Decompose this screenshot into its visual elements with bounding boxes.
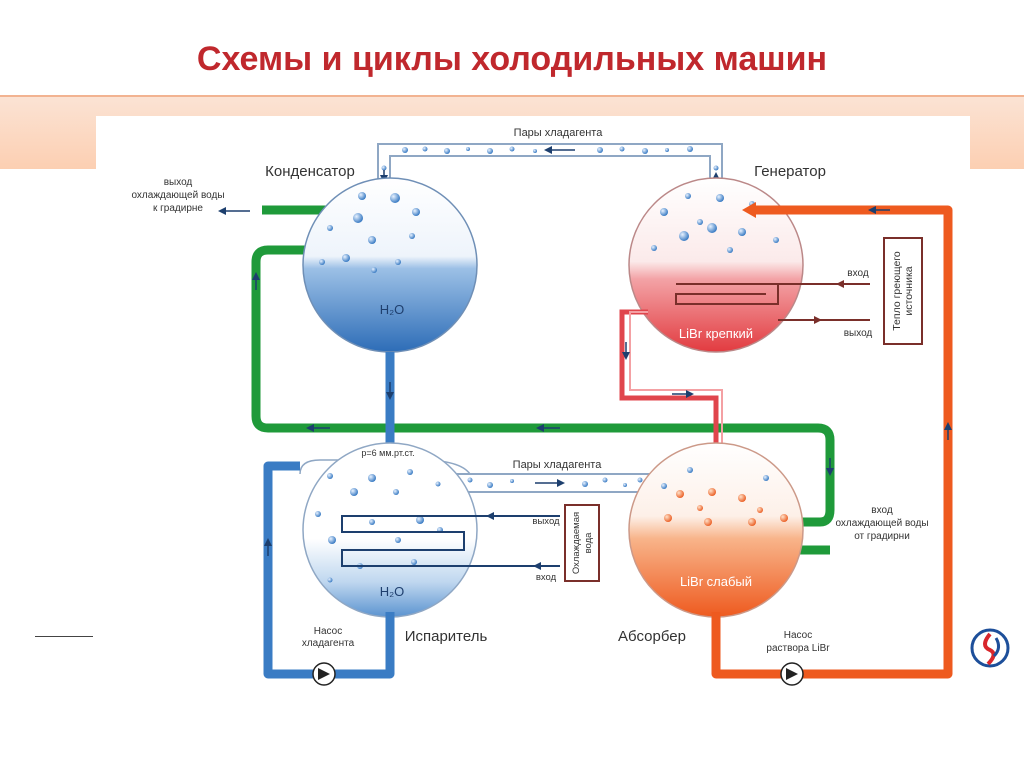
absorption-chiller-diagram: Пары хладагента Пары хладагента: [131, 127, 953, 686]
underline-mark: [35, 636, 93, 637]
absorber-label: Абсорбер: [618, 628, 686, 645]
chilled-out-label: выход: [532, 516, 560, 527]
generator-label: Генератор: [754, 163, 826, 180]
generator-solution-label: LiBr крепкий: [679, 326, 753, 341]
chilled-water-box: выход вход Охлаждаемая вода: [486, 504, 600, 583]
logo-icon: [970, 628, 1010, 668]
cooling-out-line1: выход: [164, 177, 193, 188]
cooling-out-line2: охлаждающей воды: [131, 190, 224, 201]
cooling-in-line3: от градирни: [854, 531, 910, 542]
cooling-in-line1: вход: [871, 505, 893, 516]
condenser-label: Конденсатор: [265, 163, 355, 180]
vapor-duct-middle: Пары хладагента: [455, 459, 650, 493]
cooling-out-line3: к градирне: [153, 203, 203, 214]
condenser-vessel: H₂O: [302, 177, 478, 353]
chilled-water-line2: вода: [583, 532, 594, 554]
slide-title: Схемы и циклы холодильных машин: [196, 40, 828, 78]
refrigerant-pump-line2: хладагента: [302, 638, 355, 649]
chilled-in-label: вход: [536, 572, 557, 583]
diagram-panel: Пары хладагента Пары хладагента: [96, 116, 970, 716]
condenser-water-label: H₂O: [380, 302, 405, 317]
vapor-duct-top: Пары хладагента: [377, 127, 723, 190]
heat-source: вход выход Тепло греющего источника: [778, 237, 923, 345]
solution-pump: Насос раствора LiBr: [766, 630, 830, 686]
weak-solution-pipe: [711, 202, 953, 679]
heat-in-label: вход: [847, 268, 869, 279]
absorber-solution-label: LiBr слабый: [680, 574, 752, 589]
vapor-label-middle: Пары хладагента: [513, 459, 603, 471]
cooling-in-text: вход охлаждающей воды от градирни: [835, 505, 928, 542]
heat-source-line2: источника: [903, 266, 915, 315]
pressure-label: р=6 мм.рт.ст.: [361, 448, 414, 458]
refrigerant-pump-line1: Насос: [314, 626, 342, 637]
solution-pump-line1: Насос: [784, 630, 812, 641]
refrigerant-pump: Насос хладагента: [302, 626, 355, 686]
cooling-in-line2: охлаждающей воды: [835, 518, 928, 529]
evaporator-water-label: H₂O: [380, 584, 405, 599]
heat-out-label: выход: [844, 328, 873, 339]
title-bar: Схемы и циклы холодильных машин: [0, 0, 1024, 95]
chilled-water-line1: Охлаждаемая: [571, 512, 582, 574]
solution-pump-line2: раствора LiBr: [766, 643, 830, 654]
vapor-label-top: Пары хладагента: [514, 127, 604, 139]
refrigerant-pipe: [263, 461, 395, 679]
absorber-vessel: LiBr слабый: [628, 442, 804, 618]
generator-vessel: LiBr крепкий: [628, 177, 804, 353]
evaporator-vessel: H₂O р=6 мм.рт.ст.: [299, 442, 505, 618]
evaporator-label: Испаритель: [405, 628, 488, 645]
cooling-out-text: выход охлаждающей воды к градирне: [131, 177, 224, 214]
heat-source-line1: Тепло греющего: [891, 251, 903, 331]
